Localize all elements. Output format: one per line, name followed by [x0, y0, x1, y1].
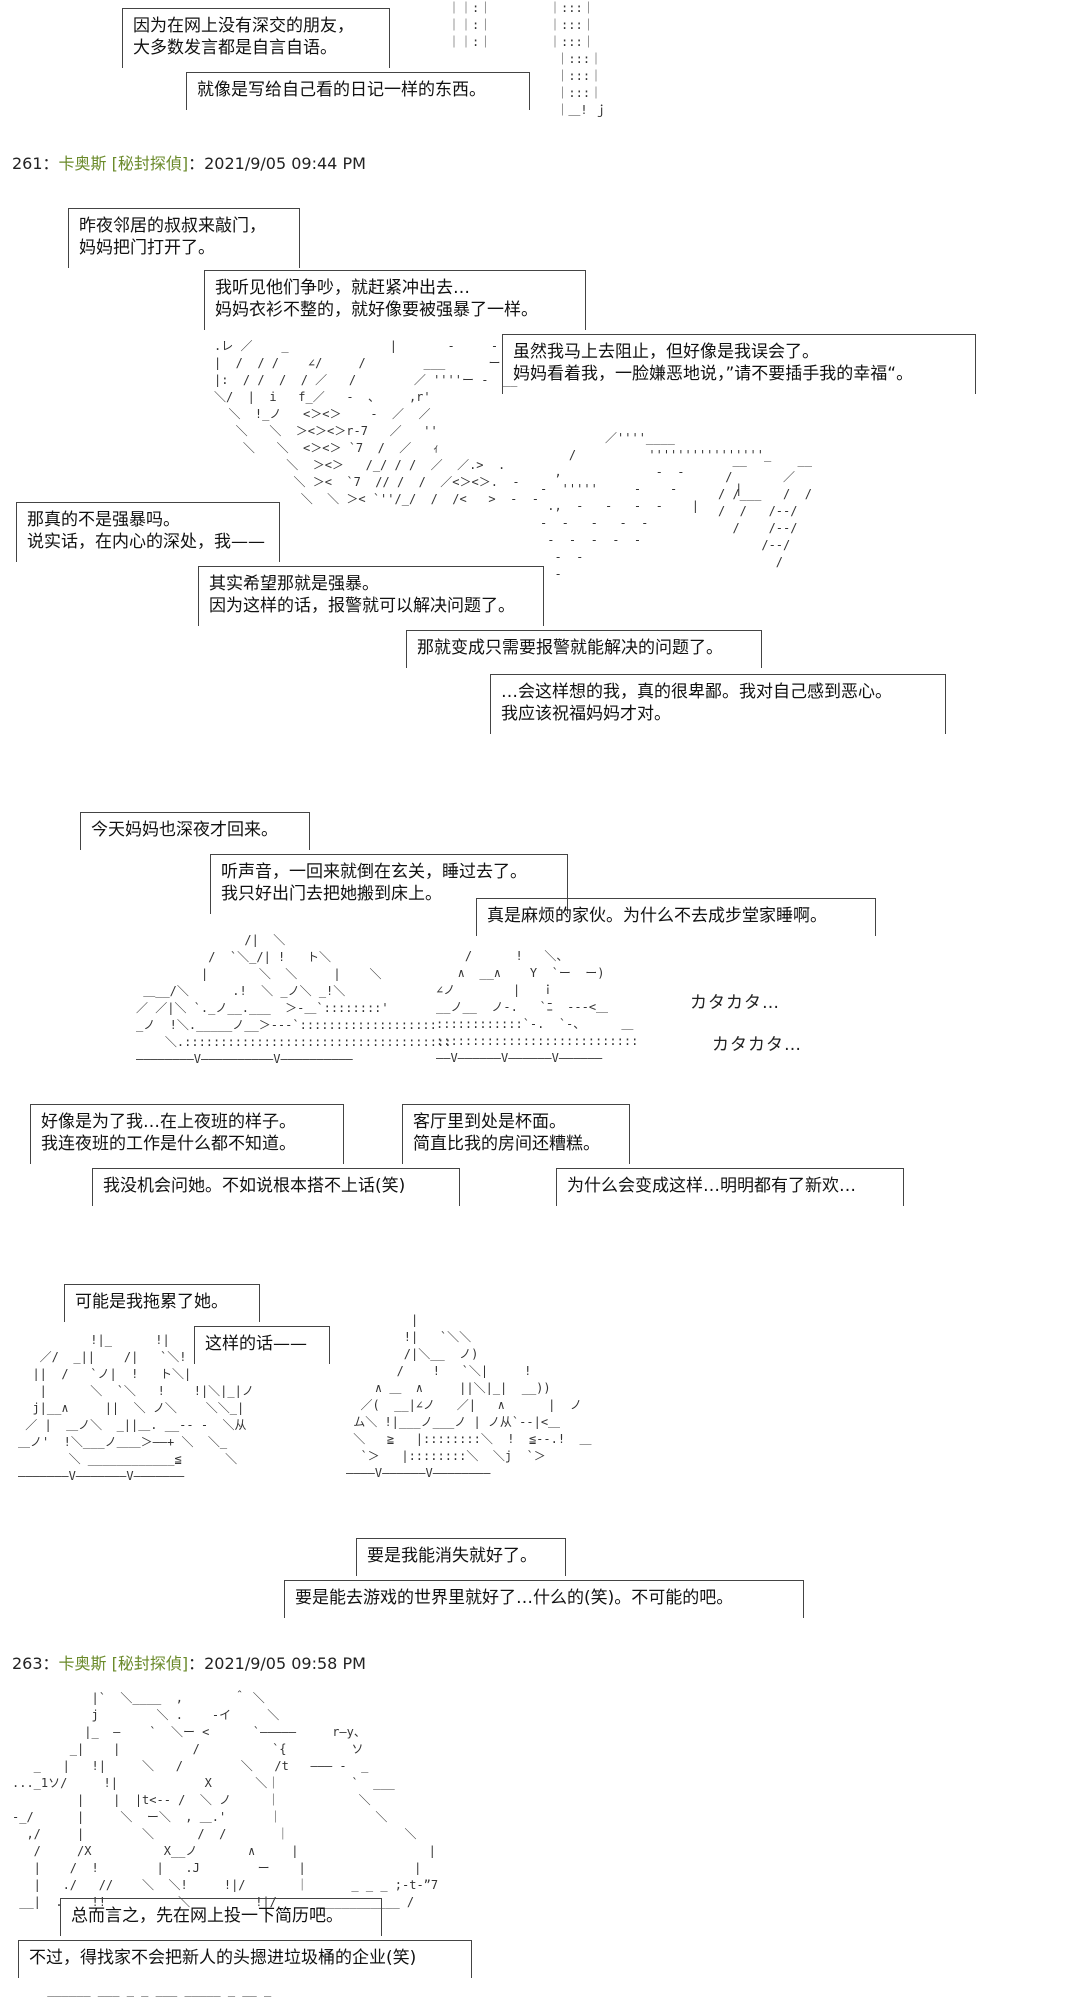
ascii-art-girl-right: | !| `＼＼ /|＼__ ノ) / ! `＼| ! ∧ ＿ ∧ ||＼|_|… — [346, 1313, 592, 1480]
speech-bubble: 好像是为了我…在上夜班的样子。 我连夜班的工作是什么都不知道。 — [30, 1104, 344, 1164]
post-header: 261：卡奥斯 [秘封探偵]：2021/9/05 09:44 PM — [12, 154, 366, 174]
speech-bubble: 其实希望那就是强暴。 因为这样的话，报警就可以解决问题了。 — [198, 566, 544, 626]
ascii-art-bottom-edge: ______ ___ _ _ ___ _____ _ __ _ — [40, 1983, 272, 1997]
ascii-art-scene-far-right: __ __ / ／ / /___ / / / / /--/ / /--/ /--… — [718, 453, 812, 569]
sound-effect-typing: カタカタ… — [690, 993, 780, 1013]
speech-bubble: …会这样想的我，真的很卑鄙。我对自己感到恶心。 我应该祝福妈妈才对。 — [490, 674, 946, 734]
author-name[interactable]: 卡奥斯 [秘封探偵] — [58, 1654, 189, 1673]
ascii-art-computer-user: / ! ＼、 ∧ __∧ Y `ー ー) ∠ノ | ｉ __ノ__ ノ-. `ﾆ… — [436, 949, 639, 1065]
ascii-art-girl-left: !|_ !| ／/ _|| /| `＼! || / `ノ| ! ト＼| | ＼ … — [18, 1333, 254, 1483]
sound-effect-typing: カタカタ… — [712, 1035, 802, 1055]
ascii-art-mother-collapsed: /| ＼ / `＼_/| ! ト＼ | ＼ ＼ | ＼ ＿__/＼ .! ＼ _… — [136, 933, 452, 1066]
speech-bubble: 听声音，一回来就倒在玄关，睡过去了。 我只好出门去把她搬到床上。 — [210, 854, 568, 914]
post-header: 263：卡奥斯 [秘封探偵]：2021/9/05 09:58 PM — [12, 1654, 366, 1674]
speech-bubble: 那真的不是强暴吗。 说实话，在内心的深处，我—— — [16, 502, 280, 562]
speech-bubble: 可能是我拖累了她。 — [64, 1284, 260, 1322]
speech-bubble: 要是我能消失就好了。 — [356, 1538, 566, 1576]
ascii-art-scene-left: .レ ／ _ | - - | / / / ∠/ / ___ ー _ |: / /… — [214, 339, 539, 506]
speech-bubble: 我没机会问她。不如说根本搭不上话(笑) — [92, 1168, 460, 1206]
speech-bubble: 虽然我马上去阻止，但好像是我误会了。 妈妈看着我，一脸嫌恶地说，”请不要插手我的… — [502, 334, 976, 394]
speech-bubble: 那就变成只需要报警就能解决的问题了。 — [406, 630, 762, 668]
speech-bubble: 不过，得找家不会把新人的头摁进垃圾桶的企业(笑) — [18, 1940, 472, 1978]
speech-bubble: 我听见他们争吵，就赶紧冲出去… 妈妈衣衫不整的，就好像要被强暴了一样。 — [204, 270, 586, 330]
post-number: 263： — [12, 1654, 59, 1673]
post-datetime: ：2021/9/05 09:58 PM — [188, 1654, 366, 1673]
speech-bubble: 昨夜邻居的叔叔来敲门， 妈妈把门打开了。 — [68, 208, 300, 268]
speech-bubble: 今天妈妈也深夜才回来。 — [80, 812, 310, 850]
speech-bubble: 因为在网上没有深交的朋友， 大多数发言都是自言自语。 — [122, 8, 390, 68]
author-name[interactable]: 卡奥斯 [秘封探偵] — [58, 154, 189, 173]
speech-bubble: 这样的话—— — [194, 1326, 330, 1364]
ascii-art-scene-right: ／''''____ / ''''''''''''''''_ , - - - ''… — [540, 431, 772, 581]
speech-bubble: 客厅里到处是杯面。 简直比我的房间还糟糕。 — [402, 1104, 630, 1164]
speech-bubble: 真是麻烦的家伙。为什么不去成步堂家睡啊。 — [476, 898, 876, 936]
speech-bubble: 总而言之，先在网上投一下简历吧。 — [60, 1898, 382, 1936]
speech-bubble: 为什么会变成这样…明明都有了新欢… — [556, 1168, 904, 1206]
ascii-art-final-scene: |` ＼____ , ＾ ＼ j ＼ . -イ ＼ |_ — ` ＼ー < `—… — [12, 1691, 439, 1909]
ascii-art-pillars: ｜｜:｜ ｜:::｜ ｜｜:｜ ｜:::｜ ｜｜:｜ ｜:::｜ ｜:::｜ ｜… — [448, 1, 607, 117]
speech-bubble: 就像是写给自己看的日记一样的东西。 — [186, 72, 530, 110]
speech-bubble: 要是能去游戏的世界里就好了…什么的(笑)。不可能的吧。 — [284, 1580, 804, 1618]
post-number: 261： — [12, 154, 59, 173]
post-datetime: ：2021/9/05 09:44 PM — [188, 154, 366, 173]
